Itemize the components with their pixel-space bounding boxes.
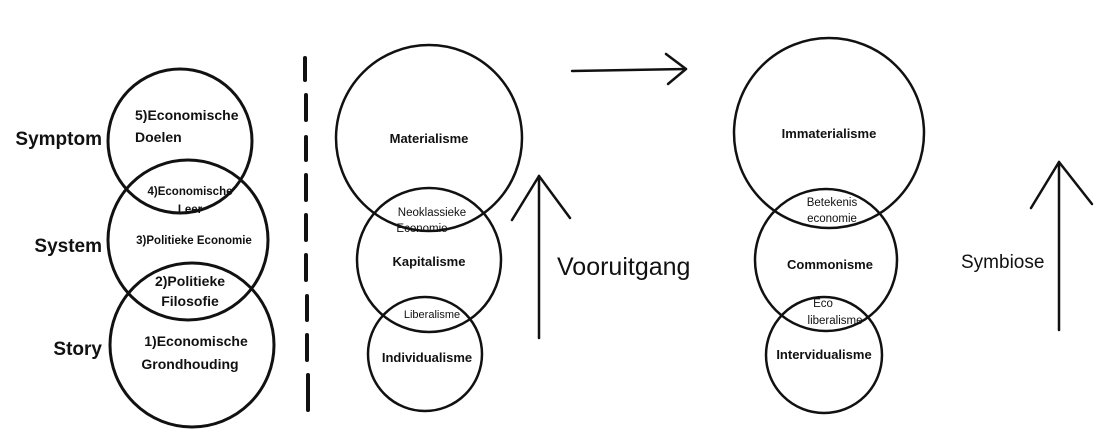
capitalism-label: Kapitalisme — [393, 254, 466, 269]
dashed-separator — [303, 56, 310, 412]
neoclassical-label-line1: Neoklassieke — [398, 207, 466, 219]
circle-immaterialism — [732, 36, 926, 230]
circle-economic-goals — [106, 67, 254, 215]
left-model: Symptom System Story 5)Economische Doele… — [15, 67, 276, 429]
row-label-system: System — [34, 236, 102, 257]
right-arrow-icon — [570, 52, 688, 86]
row-label-story: Story — [53, 339, 102, 360]
overlap2-label-line2: Filosofie — [161, 293, 219, 309]
circle5-label-line2: Doelen — [135, 129, 182, 145]
meaning-economy-label-line1: Betekenis — [807, 197, 858, 209]
circle-economic-attitude — [108, 261, 276, 429]
up-arrow-icon — [1029, 160, 1094, 332]
right-model: Immaterialisme Betekenis economie Common… — [732, 36, 1094, 415]
materialism-label: Materialisme — [390, 131, 469, 146]
intervidualism-label: Intervidualisme — [776, 347, 871, 362]
circle-commonism — [753, 187, 899, 333]
eco-liberalism-label-line1: Eco — [813, 298, 833, 310]
circle-materialism — [334, 43, 524, 233]
meaning-economy-label-line2: economie — [807, 213, 857, 225]
eco-liberalism-label-line2: liberalisme — [808, 315, 863, 327]
circle1-label-line2: Grondhouding — [141, 356, 238, 372]
circle-intervidualism — [764, 295, 884, 415]
immaterialism-label: Immaterialisme — [782, 126, 877, 141]
circle-political-economy — [106, 158, 270, 322]
circle-individualism — [366, 295, 484, 413]
middle-model: Materialisme Neoklassieke Economie Kapit… — [334, 43, 690, 413]
individualism-label: Individualisme — [382, 350, 472, 365]
circle5-label-line1: 5)Economische — [135, 107, 239, 123]
row-label-symptom: Symptom — [15, 129, 102, 150]
up-arrow-icon — [510, 174, 572, 340]
overlap4-label-line1: 4)Economische — [148, 186, 233, 198]
circle-capitalism — [355, 186, 503, 334]
symbiosis-label: Symbiose — [961, 252, 1044, 273]
circle1-label-line1: 1)Economische — [144, 333, 248, 349]
progress-label: Vooruitgang — [557, 253, 690, 281]
neoclassical-label-line2: Economie — [396, 223, 447, 235]
circle3-label: 3)Politieke Economie — [136, 235, 252, 247]
commonism-label: Commonisme — [787, 257, 873, 272]
overlap4-label-line2: Leer — [178, 204, 203, 216]
liberalism-label: Liberalisme — [404, 309, 460, 321]
overlap2-label-line1: 2)Politieke — [155, 273, 225, 289]
